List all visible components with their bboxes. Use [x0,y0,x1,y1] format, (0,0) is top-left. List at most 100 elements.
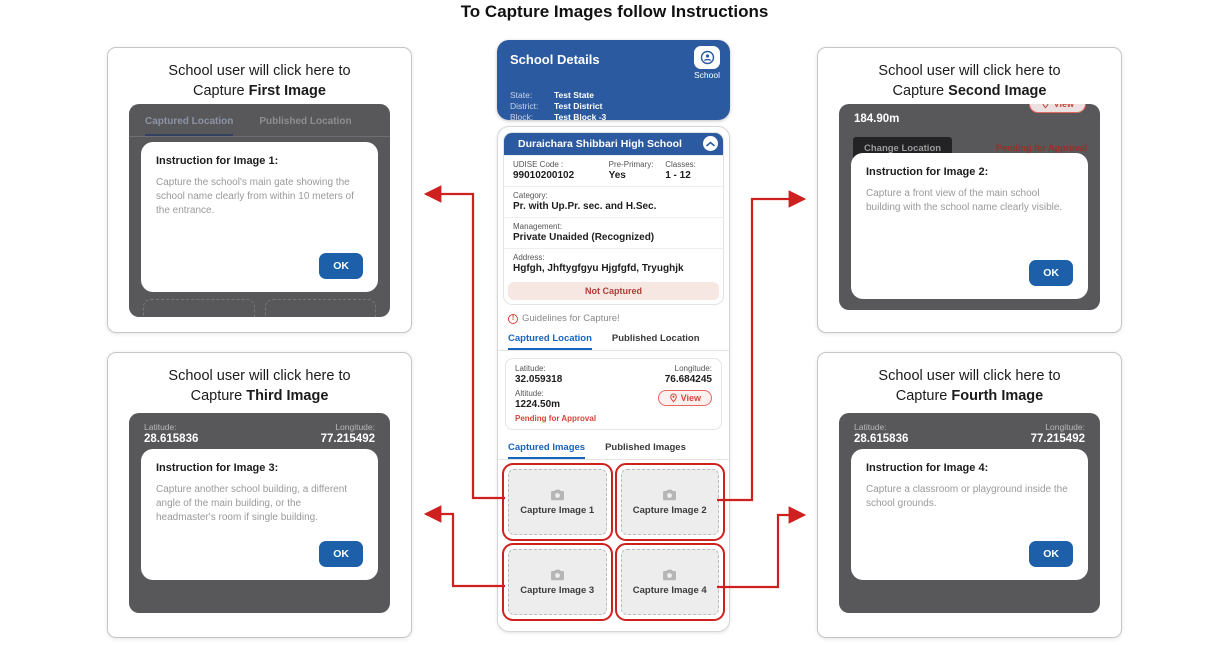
dimmed-screenshot: 184.90m View Change Location Pending for… [839,104,1100,310]
latitude-value: 28.615836 [144,433,199,445]
capture-image-grid: Capture Image 1 Capture Image 2 Capture … [498,460,729,625]
heading-image-name: Fourth Image [951,388,1044,405]
pending-approval-text: Pending for Approval [515,414,597,423]
view-label: View [680,393,701,403]
altitude-value: 184.90m [854,113,900,125]
tab-published-location[interactable]: Published Location [611,333,700,344]
district-value: Test District [554,101,603,112]
arrow-to-fourth-image-panel [717,506,807,589]
management-row: Management: Private Unaided (Recognized) [504,217,723,248]
panel-fourth-image: School user will click here to Capture F… [817,352,1122,638]
preprimary-value: Yes [608,170,626,181]
capture-image-4-button[interactable]: Capture Image 4 [620,549,719,615]
school-name-bar: Duraichara Shibbari High School [504,133,723,155]
ghost-capture-tiles [143,299,376,317]
school-icon-label: School [694,70,720,80]
panel-third-image: School user will click here to Capture T… [107,352,412,638]
dialog-body: Capture a classroom or playground inside… [866,484,1068,510]
dialog-title: Instruction for Image 4: [866,462,989,474]
longitude-value: 77.215492 [320,433,375,445]
panel-second-image: School user will click here to Capture S… [817,47,1122,333]
dialog-title: Instruction for Image 1: [156,155,279,167]
view-location-button[interactable]: View [657,390,712,406]
tab-captured-location[interactable]: Captured Location [508,327,592,350]
capture-image-2-button[interactable]: Capture Image 2 [620,469,719,535]
capture-image-label: Capture Image 3 [520,584,595,596]
view-button-clipped[interactable]: View [1028,104,1086,114]
dialog-body: Capture another school building, a diffe… [156,484,348,524]
panel-first-image: School user will click here to Capture F… [107,47,412,333]
dialog-body: Capture the school's main gate showing t… [156,177,354,217]
longitude-value: 77.215492 [1030,433,1085,445]
person-circle-icon [700,50,714,65]
longitude-label: Longitude: [335,422,375,432]
heading-prefix: Capture [895,388,952,405]
altitude-value: 1224.50m [515,399,561,410]
panel-heading: School user will click here to Capture T… [108,366,411,407]
dimmed-screenshot: Captured Location Published Location Ins… [129,104,390,317]
ok-button[interactable]: OK [319,253,363,279]
capture-image-3-button[interactable]: Capture Image 3 [508,549,607,615]
dialog-body: Capture a front view of the main school … [866,188,1063,214]
udise-label: UDISE Code : [513,160,564,169]
heading-prefix: Capture [190,388,247,405]
dimmed-screenshot: Latitude: 28.615836 Longitude: 77.215492… [839,413,1100,613]
classes-value: 1 - 12 [665,170,691,181]
school-details-card: Duraichara Shibbari High School UDISE Co… [503,132,724,305]
image-tabs: Captured Images Published Images [498,436,729,460]
instruction-dialog-1: Instruction for Image 1: Capture the sch… [141,142,378,292]
school-name: Duraichara Shibbari High School [518,138,682,150]
heading-image-name: Second Image [948,83,1047,100]
ok-button[interactable]: OK [319,541,363,567]
dimmed-screenshot: Latitude: 28.615836 Longitude: 77.215492… [129,413,390,613]
tab-published-images[interactable]: Published Images [605,442,686,453]
state-value: Test State [554,90,594,100]
tab-captured-location[interactable]: Captured Location [145,116,234,136]
state-district-block: State: Test State District: Test Distric… [510,90,607,124]
heading-line1: School user will click here to [878,63,1061,79]
longitude-label: Longitude: [674,364,712,373]
dialog-title: Instruction for Image 2: [866,166,989,178]
instruction-dialog-3: Instruction for Image 3: Capture another… [141,449,378,580]
collapse-button[interactable] [703,136,718,151]
ok-button[interactable]: OK [1029,541,1073,567]
capture-image-4-highlight: Capture Image 4 [614,543,725,621]
location-tabs: Captured Location Published Location [498,327,729,351]
category-label: Category: [513,191,548,200]
camera-icon [663,569,677,580]
block-label: Block: [510,112,534,123]
ok-button[interactable]: OK [1029,260,1073,286]
guidelines-note[interactable]: ! Guidelines for Capture! [508,313,719,324]
school-icon[interactable] [694,46,720,69]
camera-icon [550,569,564,580]
location-pin-icon [669,393,677,403]
district-row: District: Test District [510,101,606,112]
capture-image-1-button[interactable]: Capture Image 1 [508,469,607,535]
camera-icon [550,489,564,500]
management-value: Private Unaided (Recognized) [513,232,655,243]
tab-captured-images[interactable]: Captured Images [508,436,586,459]
chevron-up-icon [706,140,715,146]
heading-prefix: Capture [193,83,249,100]
app-body: Duraichara Shibbari High School UDISE Co… [497,126,730,632]
ghost-tile [264,299,376,317]
ghost-tile [143,299,255,317]
heading-line1: School user will click here to [168,63,351,79]
capture-image-label: Capture Image 4 [632,584,707,596]
category-value: Pr. with Up.Pr. sec. and H.Sec. [513,201,657,212]
management-label: Management: [513,222,562,231]
heading-line1: School user will click here to [878,368,1061,384]
category-row: Category: Pr. with Up.Pr. sec. and H.Sec… [504,186,723,217]
address-value: Hgfgh, Jhftygfgyu Hjgfgfd, Tryughjk [513,263,684,274]
block-value: Test Block -3 [554,112,607,123]
app-title: School Details [510,52,600,67]
udise-value: 99010200102 [513,170,575,181]
address-label: Address: [513,253,545,262]
tab-published-location[interactable]: Published Location [259,116,352,127]
preprimary-label: Pre-Primary: [608,160,654,169]
instruction-dialog-2: Instruction for Image 2: Capture a front… [851,153,1088,299]
udise-row: UDISE Code : 99010200102 Pre-Primary: Ye… [504,155,723,186]
latitude-label: Latitude: [854,422,887,432]
address-row: Address: Hgfgh, Jhftygfgyu Hjgfgfd, Tryu… [504,248,723,279]
location-card: Latitude: 32.059318 Altitude: 1224.50m L… [505,358,722,430]
